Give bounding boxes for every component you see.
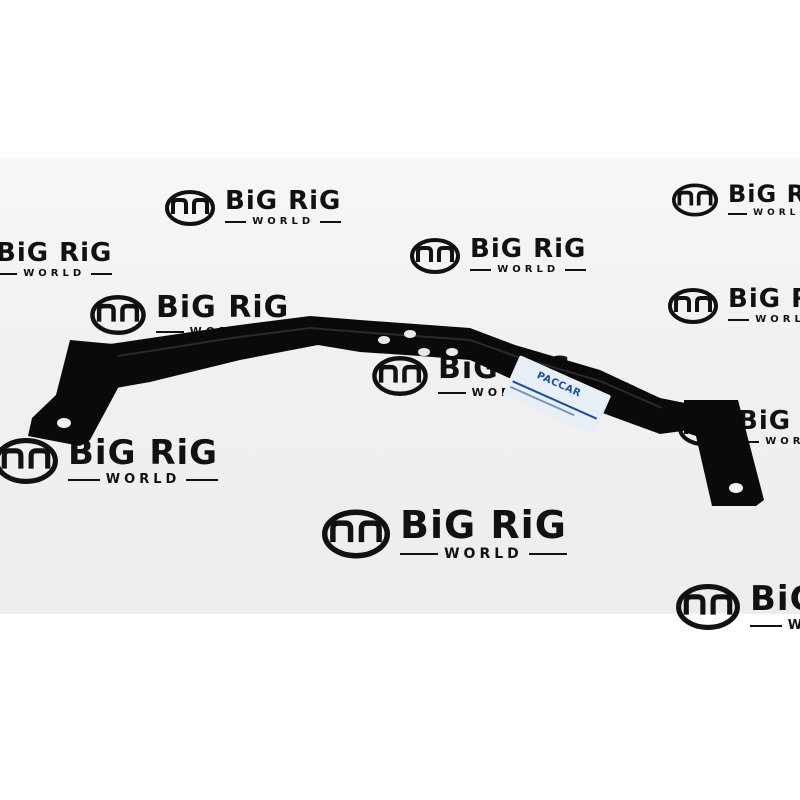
watermark-brand: BiG RiG	[750, 579, 800, 619]
watermark-sub: WORLD	[23, 268, 86, 279]
bigrig-logo-icon	[668, 287, 718, 324]
right-bolt-hole	[729, 483, 743, 493]
watermark-sub: WORLD	[787, 618, 800, 633]
watermark-sub: WORLD	[444, 546, 523, 562]
photo-background	[0, 158, 800, 614]
main-bar	[110, 316, 690, 434]
watermark-brand: BiG RiG	[68, 433, 219, 473]
watermark-sub: WORLD	[755, 314, 800, 325]
watermark-brand: BiG RiG	[728, 180, 800, 208]
bigrig-logo-icon	[372, 356, 428, 396]
bar-bolt-hole	[418, 348, 430, 356]
watermark-brand: BiG RiG	[728, 284, 800, 314]
bar-bolt-hole	[378, 336, 390, 344]
watermark-brand: BiG RiG	[156, 290, 290, 325]
watermark-brand: BiG RiG	[225, 186, 342, 216]
left-bolt-hole	[57, 418, 71, 428]
right-mounting-foot	[684, 400, 764, 506]
bigrig-logo-icon	[90, 295, 146, 335]
watermark-sub: WORLD	[105, 472, 181, 487]
watermark-sub: WORLD	[466, 387, 544, 398]
bar-bolt-hole	[446, 348, 458, 356]
bigrig-logo-icon	[672, 183, 718, 217]
bigrig-logo-icon	[676, 584, 740, 630]
watermark-brand: BiG RiG	[470, 234, 587, 264]
watermark-sub: WORLD	[252, 216, 315, 227]
bigrig-logo-icon	[165, 189, 215, 226]
sticker-body	[502, 355, 611, 436]
bigrig-logo-icon	[410, 237, 460, 274]
watermark-brand: BiG RiG	[0, 238, 113, 268]
part-label-sticker: PACCAR	[502, 355, 611, 436]
watermark-brand: BiG RiG	[738, 406, 800, 436]
watermark-sub: WORLD	[497, 264, 560, 275]
bigrig-logo-icon	[322, 509, 390, 558]
bar-bolt-hole	[404, 330, 416, 338]
watermark-brand: BiG RiG	[400, 503, 567, 547]
bigrig-logo-icon	[0, 438, 58, 484]
watermark-sub: WORLD	[753, 208, 800, 218]
watermark-sub: WORLD	[765, 436, 800, 447]
left-mounting-foot	[28, 340, 124, 446]
